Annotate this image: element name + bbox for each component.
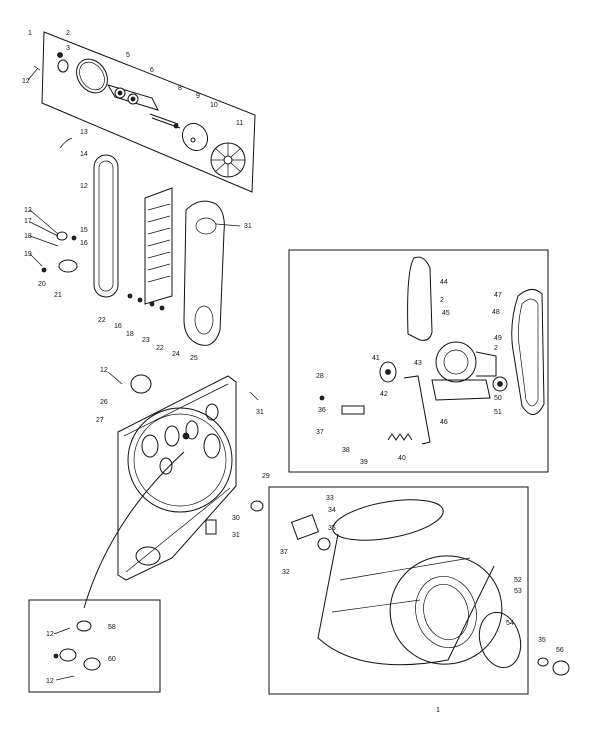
callout-51: 51 xyxy=(494,409,502,416)
callout-22b: 22 xyxy=(156,345,164,352)
callout-34: 34 xyxy=(328,507,336,514)
callout-46: 46 xyxy=(440,419,448,426)
callout-53: 53 xyxy=(514,588,522,595)
callout-48: 48 xyxy=(492,309,500,316)
heater-duct xyxy=(183,200,225,346)
callout-24: 24 xyxy=(172,351,180,358)
callout-20: 20 xyxy=(38,281,46,288)
callout-9: 9 xyxy=(196,93,200,100)
callout-44: 44 xyxy=(440,279,448,286)
callout-35b: 35 xyxy=(538,637,546,644)
callout-27: 27 xyxy=(96,417,104,424)
callout-41: 41 xyxy=(372,355,380,362)
callout-23: 23 xyxy=(142,337,150,344)
callout-39: 39 xyxy=(360,459,368,466)
blower-assembly-panel: 1 2 3 5 6 8 9 10 11 12 xyxy=(22,30,256,193)
callout-22a: 22 xyxy=(98,317,106,324)
callout-37: 37 xyxy=(316,429,324,436)
callout-38: 38 xyxy=(342,447,350,454)
heater-element xyxy=(144,187,173,305)
callout-12e: 12 xyxy=(46,631,54,638)
motor-assembly-panel: 44 2 45 47 48 49 2 50 51 46 41 42 43 28 xyxy=(288,249,549,473)
callout-26: 26 xyxy=(100,399,108,406)
callout-10: 10 xyxy=(210,102,218,109)
callout-35a: 35 xyxy=(328,525,336,532)
callout-54: 54 xyxy=(506,620,514,627)
callout-31b: 31 xyxy=(256,409,264,416)
callout-12d: 12 xyxy=(100,367,108,374)
switch-inset-panel: 12 58 60 12 xyxy=(28,599,161,693)
callout-5: 5 xyxy=(126,52,130,59)
callout-2: 2 xyxy=(66,30,70,37)
callout-47: 47 xyxy=(494,292,502,299)
callout-1: 1 xyxy=(28,30,32,37)
callout-14: 14 xyxy=(80,151,88,158)
callout-6: 6 xyxy=(150,67,154,74)
callout-12b: 12 xyxy=(80,183,88,190)
callout-12f: 12 xyxy=(46,678,54,685)
callout-30: 30 xyxy=(232,515,240,522)
callout-37b: 37 xyxy=(280,549,288,556)
drive-motor xyxy=(431,341,508,401)
callout-60: 60 xyxy=(108,656,116,663)
callout-36: 36 xyxy=(318,407,326,414)
callout-11: 11 xyxy=(236,120,243,127)
blower-wheel xyxy=(210,142,246,178)
callout-12c: 12 xyxy=(24,207,32,214)
callout-2c: 2 xyxy=(494,345,498,352)
callout-16: 16 xyxy=(80,240,88,247)
callout-8: 8 xyxy=(178,85,182,92)
callout-50: 50 xyxy=(494,395,502,402)
callout-25: 25 xyxy=(190,355,198,362)
callout-42: 42 xyxy=(380,391,388,398)
callout-31a: 31 xyxy=(244,223,252,230)
callout-17: 17 xyxy=(24,218,32,225)
callout-1b: 1 xyxy=(436,707,440,714)
callout-15: 15 xyxy=(80,227,88,234)
callout-52: 52 xyxy=(514,577,522,584)
rear-bulkhead: 12 26 27 31 30 31 xyxy=(83,367,264,609)
callout-12a: 12 xyxy=(22,78,30,85)
callout-32a: 32 xyxy=(282,569,290,576)
tumbler-drum xyxy=(317,499,503,666)
callout-29: 29 xyxy=(262,473,270,480)
callout-2b: 2 xyxy=(440,297,444,304)
callout-3: 3 xyxy=(66,45,70,52)
belt-and-heater-parts: 13 14 12 31 12 17 15 16 18 19 20 21 xyxy=(24,129,252,362)
callout-43: 43 xyxy=(414,360,422,367)
callout-58: 58 xyxy=(108,624,116,631)
callout-56: 56 xyxy=(556,647,564,654)
callout-45: 45 xyxy=(442,310,450,317)
callout-21: 21 xyxy=(54,292,62,299)
drum-assembly-panel: 29 33 34 35 37 32 52 53 54 35 56 1 xyxy=(262,473,570,714)
callout-19: 19 xyxy=(24,251,32,258)
callout-31c: 31 xyxy=(232,532,240,539)
callout-33: 33 xyxy=(326,495,334,502)
callout-16b: 16 xyxy=(114,323,122,330)
callout-40: 40 xyxy=(398,455,406,462)
callout-49: 49 xyxy=(494,335,502,342)
callout-28: 28 xyxy=(316,373,324,380)
callout-13: 13 xyxy=(80,129,88,136)
callout-18a: 18 xyxy=(24,233,32,240)
callout-18b: 18 xyxy=(126,331,134,338)
